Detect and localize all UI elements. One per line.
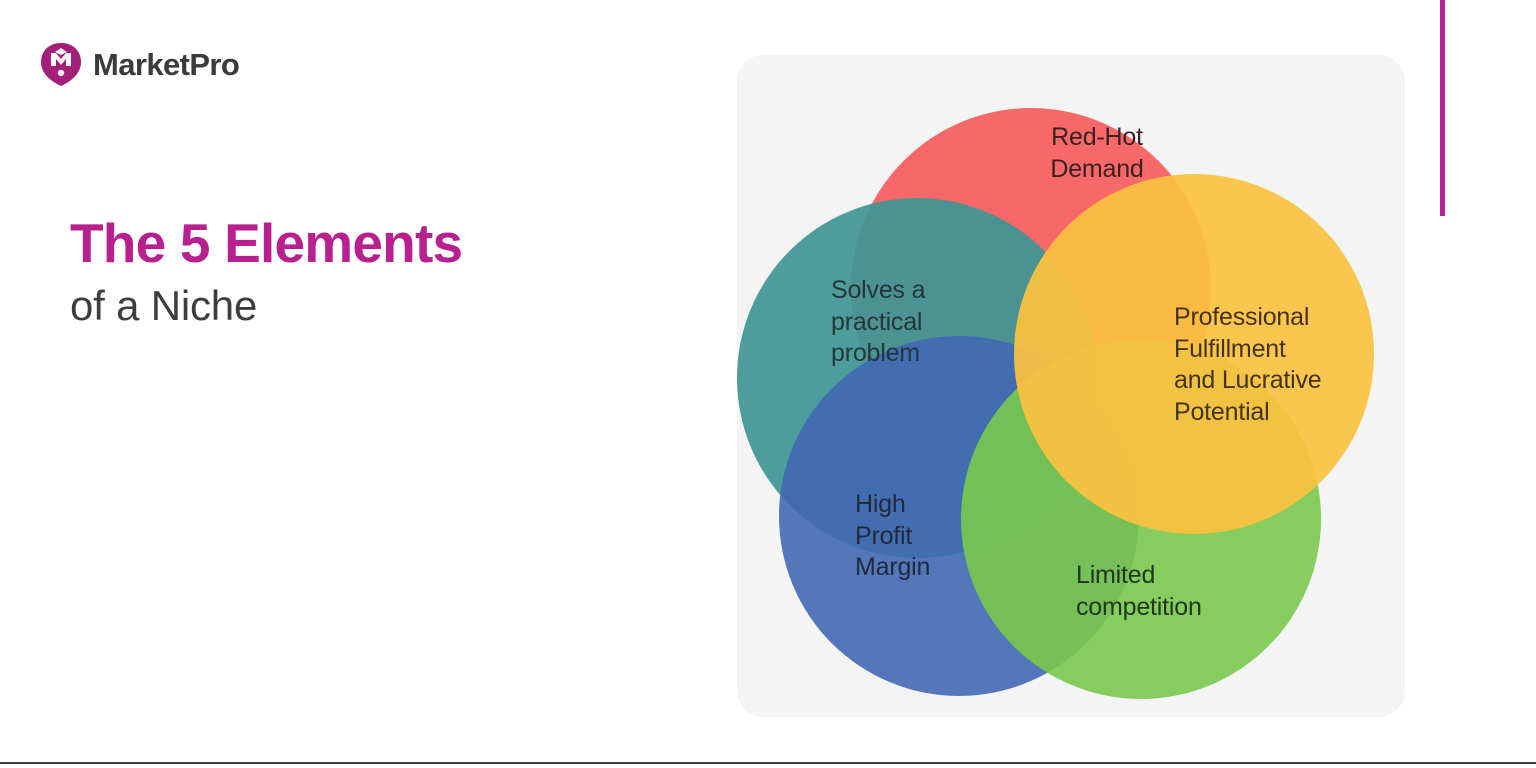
- brand-wordmark: MarketPro: [93, 47, 240, 82]
- accent-rule: [1440, 0, 1445, 216]
- brand-lockup: MarketPro: [40, 42, 240, 87]
- page-title-secondary: of a Niche: [70, 282, 258, 330]
- page-title: The 5 Elements of a Niche: [70, 212, 670, 330]
- venn-diagram-panel: Red-Hot Demand Solves a practical proble…: [737, 55, 1405, 717]
- marketpro-heart-shield-logo-icon: [41, 43, 81, 86]
- venn-diagram: [737, 108, 1374, 699]
- venn-circle-professional-fulfillment: [1014, 174, 1374, 534]
- bottom-divider: [0, 762, 1536, 764]
- venn-circles: [737, 108, 1374, 699]
- page-title-primary: The 5 Elements: [70, 212, 463, 274]
